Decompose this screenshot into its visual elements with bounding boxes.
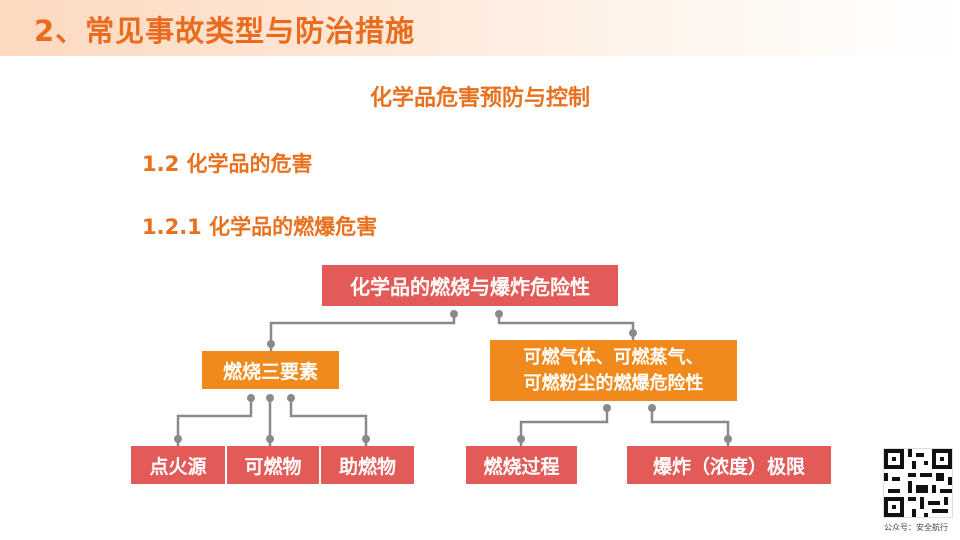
connector-right-leaf5 <box>650 408 730 446</box>
diagram-node-flammable-hazards: 可燃气体、可燃蒸气、 可燃粉尘的燃爆危险性 <box>490 340 737 401</box>
slide-subtitle: 化学品危害预防与控制 <box>369 86 590 111</box>
connector-root-right <box>497 314 635 340</box>
diagram-leaf-ignition-source: 点火源 <box>131 446 225 484</box>
slide-title: 2、常见事故类型与防治措施 <box>34 14 416 48</box>
qr-code-pattern <box>884 449 952 517</box>
title-bar: 2、常见事故类型与防治措施 <box>0 0 960 56</box>
diagram-leaf-combustion-process: 燃烧过程 <box>466 446 577 484</box>
connector-left-leaf3 <box>289 398 368 446</box>
diagram-node-combustion-elements: 燃烧三要素 <box>202 351 339 389</box>
diagram-leaf-oxidizer: 助燃物 <box>321 446 414 484</box>
qr-caption: 公众号：安全航行 <box>884 523 948 532</box>
connector-right-leaf4 <box>519 408 609 446</box>
connector-root-left <box>269 314 456 351</box>
diagram-leaf-combustible: 可燃物 <box>227 446 319 484</box>
flammable-hazards-line2: 可燃粉尘的燃爆危险性 <box>523 372 704 394</box>
qr-code[interactable] <box>883 448 953 518</box>
diagram-root-node: 化学品的燃烧与爆炸危险性 <box>322 265 618 306</box>
section-heading: 1.2 化学品的危害 <box>142 152 313 176</box>
diagram-leaf-explosion-limit: 爆炸（浓度）极限 <box>627 446 831 484</box>
subsection-heading: 1.2.1 化学品的燃爆危害 <box>142 215 378 239</box>
connector-left-leaf1 <box>176 398 253 446</box>
flammable-hazards-line1: 可燃气体、可燃蒸气、 <box>523 346 704 368</box>
